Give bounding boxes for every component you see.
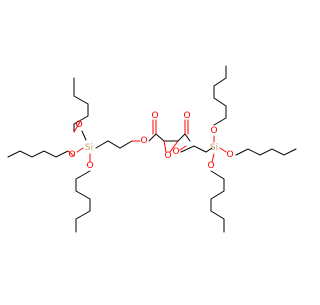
bond (67, 150, 75, 157)
atom-oxygen: O (68, 150, 75, 160)
atom-oxygen: O (210, 126, 217, 136)
atom-oxygen: O (75, 120, 82, 130)
atom-silicon: Si (85, 143, 93, 153)
atom-oxygen: O (151, 111, 158, 121)
epoxide-ring (155, 133, 179, 153)
right-propyl-linker (180, 145, 213, 153)
left-bottom-hexyl-chain (75, 170, 91, 233)
bond (73, 121, 81, 133)
atom-oxygen: O (226, 150, 233, 160)
atom-oxygen: O (86, 161, 93, 171)
right-side-hexyl-chain (235, 148, 297, 156)
left-propyl-linker (95, 140, 133, 149)
right-top-hexyl-chain (213, 65, 227, 126)
bond (148, 133, 157, 142)
left-side-hexyl-chain (7, 150, 69, 158)
right-bottom-hexyl-chain (210, 170, 225, 233)
bond (184, 133, 191, 142)
atom-oxygen: O (172, 147, 179, 157)
atom-silicon: Si (210, 143, 218, 153)
bond (179, 145, 187, 151)
atom-oxygen: O (164, 151, 171, 161)
atom-oxygen: O (140, 136, 147, 146)
bond (219, 147, 227, 153)
bond (211, 153, 215, 163)
structure-canvas: O Si O O O O O O O Si (7, 65, 297, 233)
bond (76, 147, 84, 153)
bond (177, 133, 186, 142)
atom-oxygen: O (183, 111, 190, 121)
atom-oxygen: O (207, 161, 214, 171)
molecule-diagram: O Si O O O O O O O Si (7, 65, 297, 233)
bond (81, 130, 87, 141)
left-top-hexyl-chain (73, 77, 89, 133)
